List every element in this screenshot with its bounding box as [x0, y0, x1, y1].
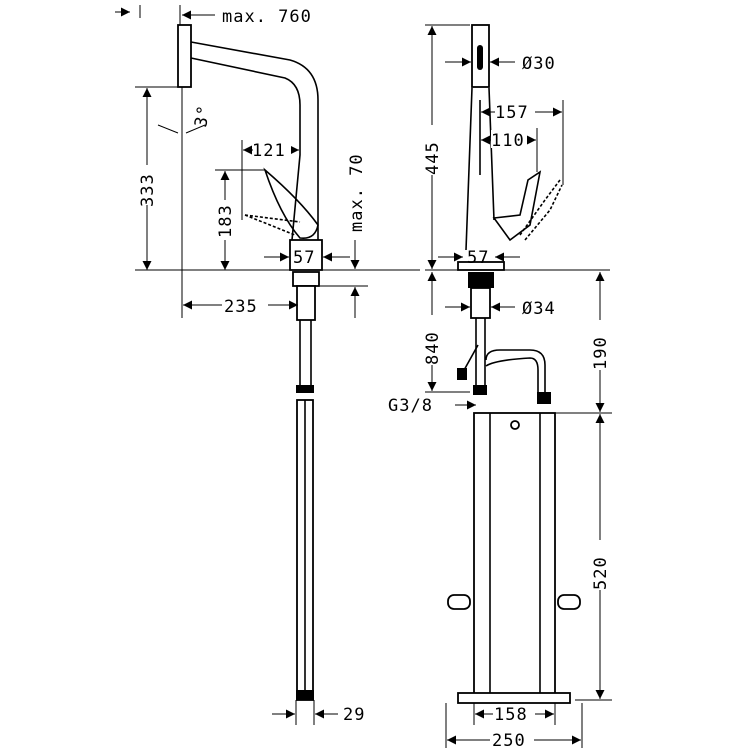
dim-angle-3: 3° — [191, 103, 215, 129]
shank — [296, 285, 316, 321]
dim-183: 183 — [216, 204, 236, 238]
dim-diameter-34: Ø34 — [522, 299, 556, 319]
dim-max-70: max. 70 — [347, 153, 367, 232]
dim-520: 520 — [591, 556, 611, 590]
dim-235: 235 — [224, 297, 258, 317]
box — [473, 412, 556, 696]
feet — [457, 692, 571, 704]
dim-445: 445 — [423, 141, 443, 175]
dim-333: 333 — [138, 173, 158, 207]
lever — [492, 170, 542, 242]
dim-158: 158 — [494, 705, 528, 725]
lever-range — [519, 179, 563, 241]
side-view-faucet — [135, 24, 420, 701]
flex-hose — [462, 344, 479, 373]
dim-840: 840 — [423, 331, 443, 365]
front-view-dimensions: 445 Ø30 157 110 57 840 Ø34 G3/8 190 520 — [388, 24, 612, 750]
front-view-faucet — [425, 24, 610, 704]
dim-max-760: max. 760 — [222, 7, 312, 27]
shank — [470, 287, 491, 319]
dim-110: 110 — [491, 131, 525, 151]
body — [289, 239, 323, 271]
spout-arm-inner — [190, 57, 301, 241]
hose — [475, 318, 486, 385]
spout-arm-outer — [190, 41, 319, 240]
side-view-dimensions: max. 760 333 3° 121 183 57 max. 70 235 2… — [115, 5, 368, 725]
dim-29: 29 — [343, 705, 365, 725]
dim-57-side: 57 — [293, 248, 315, 268]
dim-157: 157 — [495, 103, 529, 123]
water-hose — [485, 349, 546, 400]
base-plate — [457, 261, 505, 271]
dim-57-front: 57 — [467, 248, 489, 268]
lever-range — [244, 214, 301, 236]
hose-top — [299, 320, 312, 385]
dim-121: 121 — [252, 141, 286, 161]
lever — [263, 167, 319, 240]
dim-250: 250 — [492, 731, 526, 750]
spray-head — [177, 24, 192, 88]
dim-diameter-30: Ø30 — [522, 54, 556, 74]
base-plate — [292, 271, 320, 287]
thread-label: G3/8 — [388, 396, 433, 416]
dim-190: 190 — [591, 336, 611, 370]
